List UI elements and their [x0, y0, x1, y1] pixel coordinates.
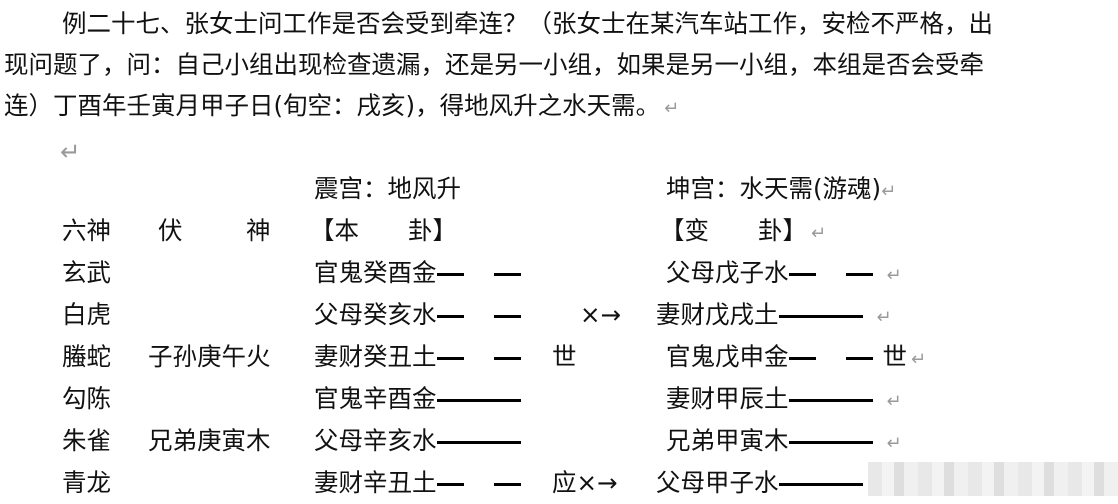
yang-line-icon	[788, 440, 873, 444]
paragraph-mark-icon: ↵	[60, 137, 81, 166]
six-spirit: 白虎	[62, 300, 111, 329]
paragraph-line-3-text: 连）丁酉年壬寅月甲子日(旬空：戌亥)，得地风升之水天需。	[4, 91, 661, 120]
col-changed-text: 【变 卦】	[660, 216, 807, 245]
original-line: 妻财癸丑土	[314, 342, 521, 372]
original-line-text: 父母辛亥水	[314, 426, 437, 455]
watermark-blur	[868, 462, 1118, 496]
original-marker: 世	[552, 342, 577, 372]
changed-line-text: 妻财甲辰土	[666, 384, 789, 413]
six-spirit: 玄武	[62, 258, 111, 287]
six-spirit: 朱雀	[62, 426, 111, 455]
col-changed: 【变 卦】↵	[660, 216, 826, 249]
changed-line-text: 父母甲子水	[656, 468, 779, 497]
original-marker: 应×→	[552, 468, 618, 498]
original-line: 妻财辛丑土	[314, 468, 521, 498]
yang-line-icon	[436, 440, 521, 444]
changed-line: 父母甲子水	[656, 468, 863, 498]
yang-line-icon	[778, 482, 863, 486]
paragraph-mark-icon: ↵	[664, 98, 680, 119]
original-line-text: 官鬼辛酉金	[314, 384, 437, 413]
changed-line-text: 妻财戊戌土	[656, 300, 779, 329]
paragraph-mark-icon: ↵	[811, 223, 827, 244]
changed-palace-title: 坤宫：水天需(游魂)↵	[666, 174, 896, 207]
changed-line-text: 兄弟甲寅木	[666, 426, 789, 455]
changed-line: 兄弟甲寅木 ↵	[666, 426, 902, 459]
original-line: 官鬼癸酉金	[314, 258, 521, 288]
paragraph-mark-icon: ↵	[886, 433, 902, 454]
yang-line-icon	[788, 398, 873, 402]
hidden-spirit: 子孙庚午火	[148, 342, 271, 371]
original-marker: ×→	[580, 300, 621, 330]
changed-line: 妻财戊戌土 ↵	[656, 300, 892, 333]
original-line-text: 妻财辛丑土	[314, 468, 437, 497]
col-hidden-2: 神	[246, 216, 271, 245]
col-hidden-1: 伏	[158, 216, 183, 245]
paragraph-line-1: 例二十七、张女士问工作是否会受到牵连？（张女士在某汽车站工作，安检不严格，出	[62, 9, 993, 38]
yin-line-icon	[436, 482, 521, 486]
hidden-spirit: 兄弟庚寅木	[148, 426, 271, 455]
changed-line: 父母戊子水 ↵	[666, 258, 902, 291]
paragraph-mark-icon: ↵	[886, 391, 902, 412]
original-line-text: 官鬼癸酉金	[314, 258, 437, 287]
yin-line-icon	[436, 314, 521, 318]
changed-line: 妻财甲辰土 ↵	[666, 384, 902, 417]
col-six-spirits: 六神	[62, 216, 111, 245]
paragraph-mark-icon: ↵	[881, 181, 897, 202]
shi-ying-marker: 应	[552, 468, 577, 497]
moving-line-arrow-icon: ×→	[576, 468, 618, 497]
col-original: 【本 卦】	[310, 216, 457, 245]
original-palace-title: 震宫：地风升	[314, 174, 461, 203]
six-spirit: 螣蛇	[62, 342, 111, 371]
changed-line-text: 父母戊子水	[666, 258, 789, 287]
yin-line-icon	[436, 356, 521, 360]
original-line-text: 父母癸亥水	[314, 300, 437, 329]
shi-ying-marker: 世	[882, 342, 908, 371]
paragraph-mark-icon: ↵	[876, 307, 892, 328]
changed-line-text: 官鬼戊申金	[666, 342, 789, 371]
yin-line-icon	[788, 272, 873, 276]
original-line: 父母癸亥水	[314, 300, 521, 330]
changed-palace-text: 坤宫：水天需(游魂)	[666, 174, 882, 203]
changed-line: 官鬼戊申金 世↵	[666, 342, 926, 375]
paragraph-line-2: 现问题了，问：自己小组出现检查遗漏，还是另一小组，如果是另一小组，本组是否会受牵	[4, 50, 984, 79]
original-line-text: 妻财癸丑土	[314, 342, 437, 371]
moving-line-arrow-icon: ×→	[580, 300, 622, 329]
yin-line-icon	[436, 272, 521, 276]
yin-line-icon	[788, 356, 873, 360]
paragraph-line-3: 连）丁酉年壬寅月甲子日(旬空：戌亥)，得地风升之水天需。↵	[4, 86, 679, 129]
yang-line-icon	[436, 398, 521, 402]
six-spirit: 勾陈	[62, 384, 111, 413]
shi-ying-marker: 世	[552, 342, 577, 371]
paragraph-mark-icon: ↵	[911, 349, 927, 370]
yang-line-icon	[778, 314, 863, 318]
paragraph-mark-icon: ↵	[886, 265, 902, 286]
original-line: 官鬼辛酉金	[314, 384, 521, 414]
six-spirit: 青龙	[62, 468, 111, 497]
original-line: 父母辛亥水	[314, 426, 521, 456]
